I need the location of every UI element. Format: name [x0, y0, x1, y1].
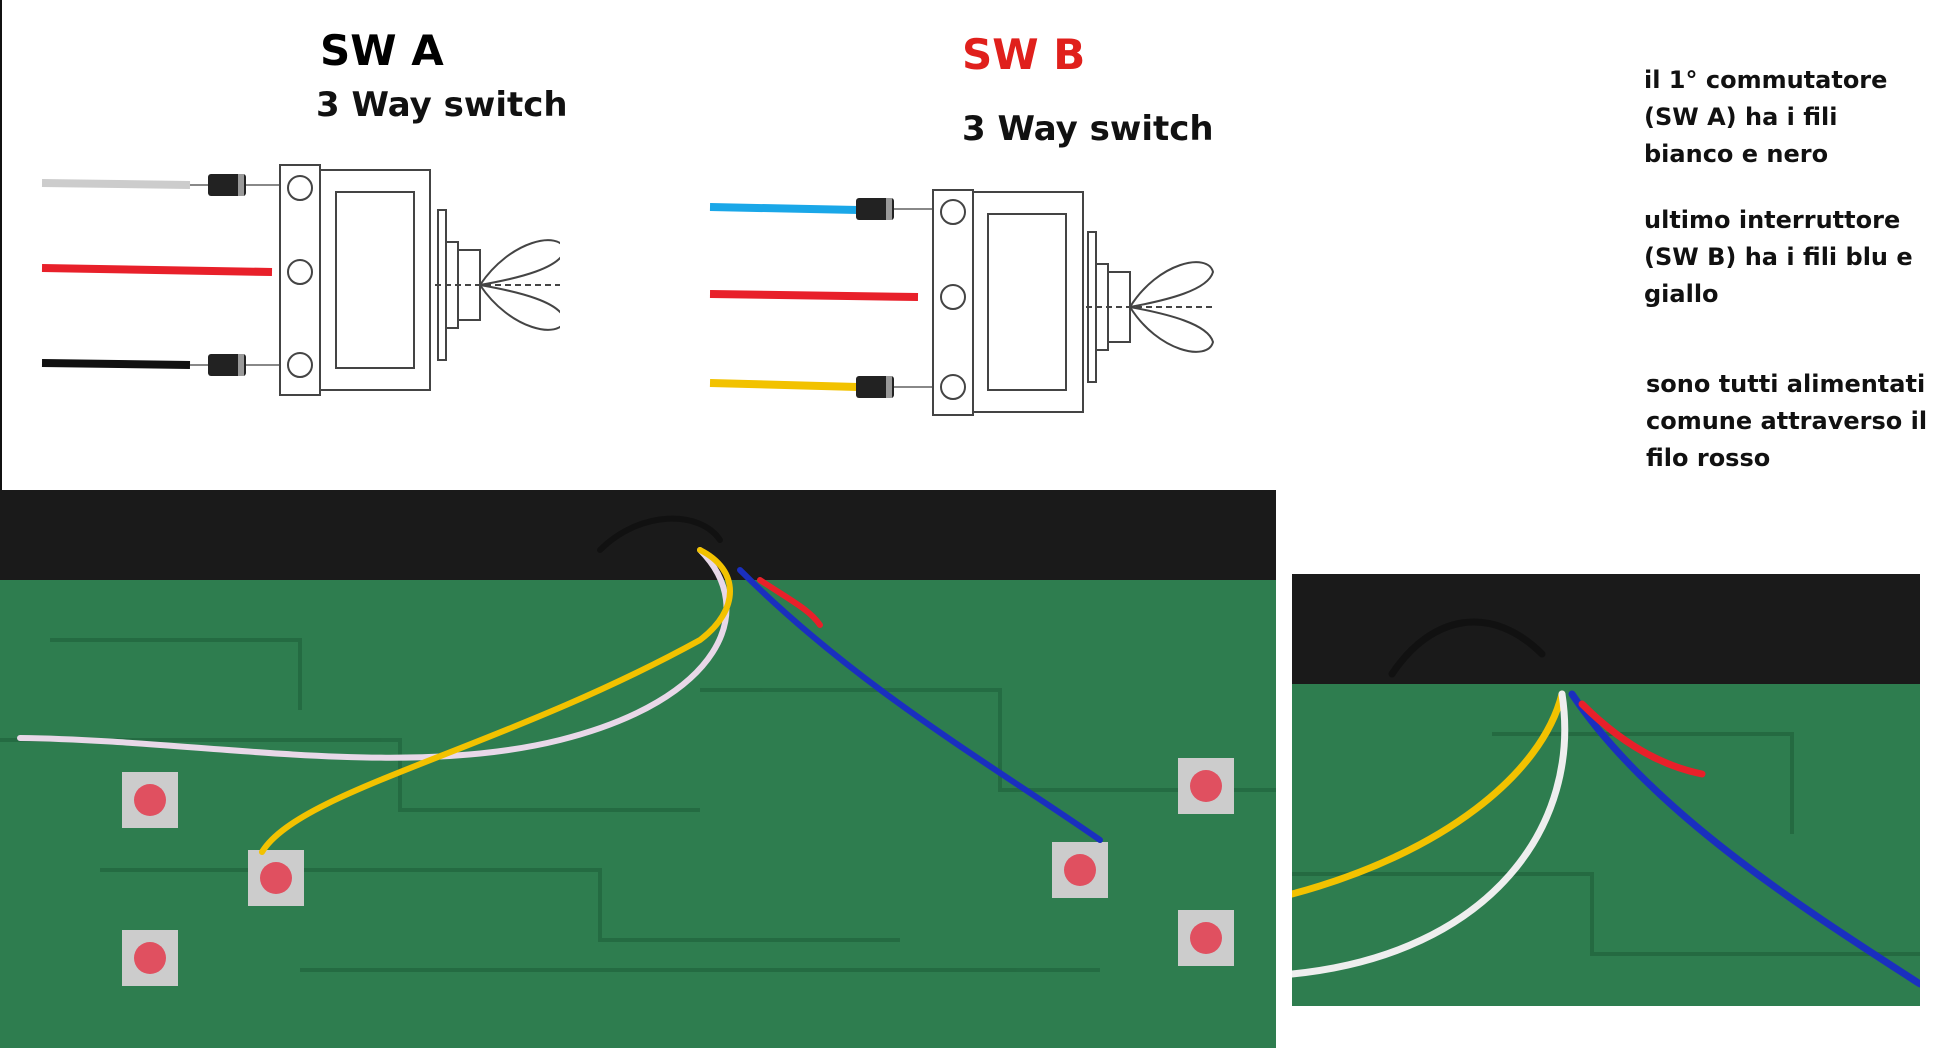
diode-top [856, 198, 933, 220]
pcb-photo-closeup [1292, 574, 1920, 1006]
diode-bottom [856, 376, 933, 398]
left-edge-line [0, 0, 2, 490]
pcb-photo-main [0, 490, 1276, 1048]
wire-red [41, 264, 273, 276]
pcb-buttons [122, 758, 1234, 986]
pcb-wires [17, 515, 1103, 855]
wire-red [709, 290, 919, 301]
note-common-red: sono tutti alimentati comune attraverso … [1646, 370, 1928, 472]
wire-white [41, 179, 210, 189]
closeup-wires [1292, 618, 1920, 988]
toggle-switch-drawing [279, 164, 560, 396]
sw-b-title: SW B [962, 30, 1086, 79]
sw-b-diagram [709, 189, 1215, 416]
note-sw-a: il 1° commutatore (SW A) ha i fili bianc… [1644, 66, 1888, 168]
toggle-switch-drawing [932, 189, 1215, 416]
wire-black [41, 359, 210, 369]
sw-a-title: SW A [320, 26, 444, 75]
diode-top [208, 174, 280, 196]
sw-b-subtitle: 3 Way switch [962, 109, 1214, 149]
wire-blue [709, 203, 859, 214]
wire-yellow [709, 379, 859, 391]
sw-a-subtitle: 3 Way switch [316, 85, 568, 125]
sw-a-diagram [41, 164, 560, 396]
note-sw-b: ultimo interruttore (SW B) ha i fili blu… [1644, 206, 1913, 308]
diode-bottom [208, 354, 280, 376]
